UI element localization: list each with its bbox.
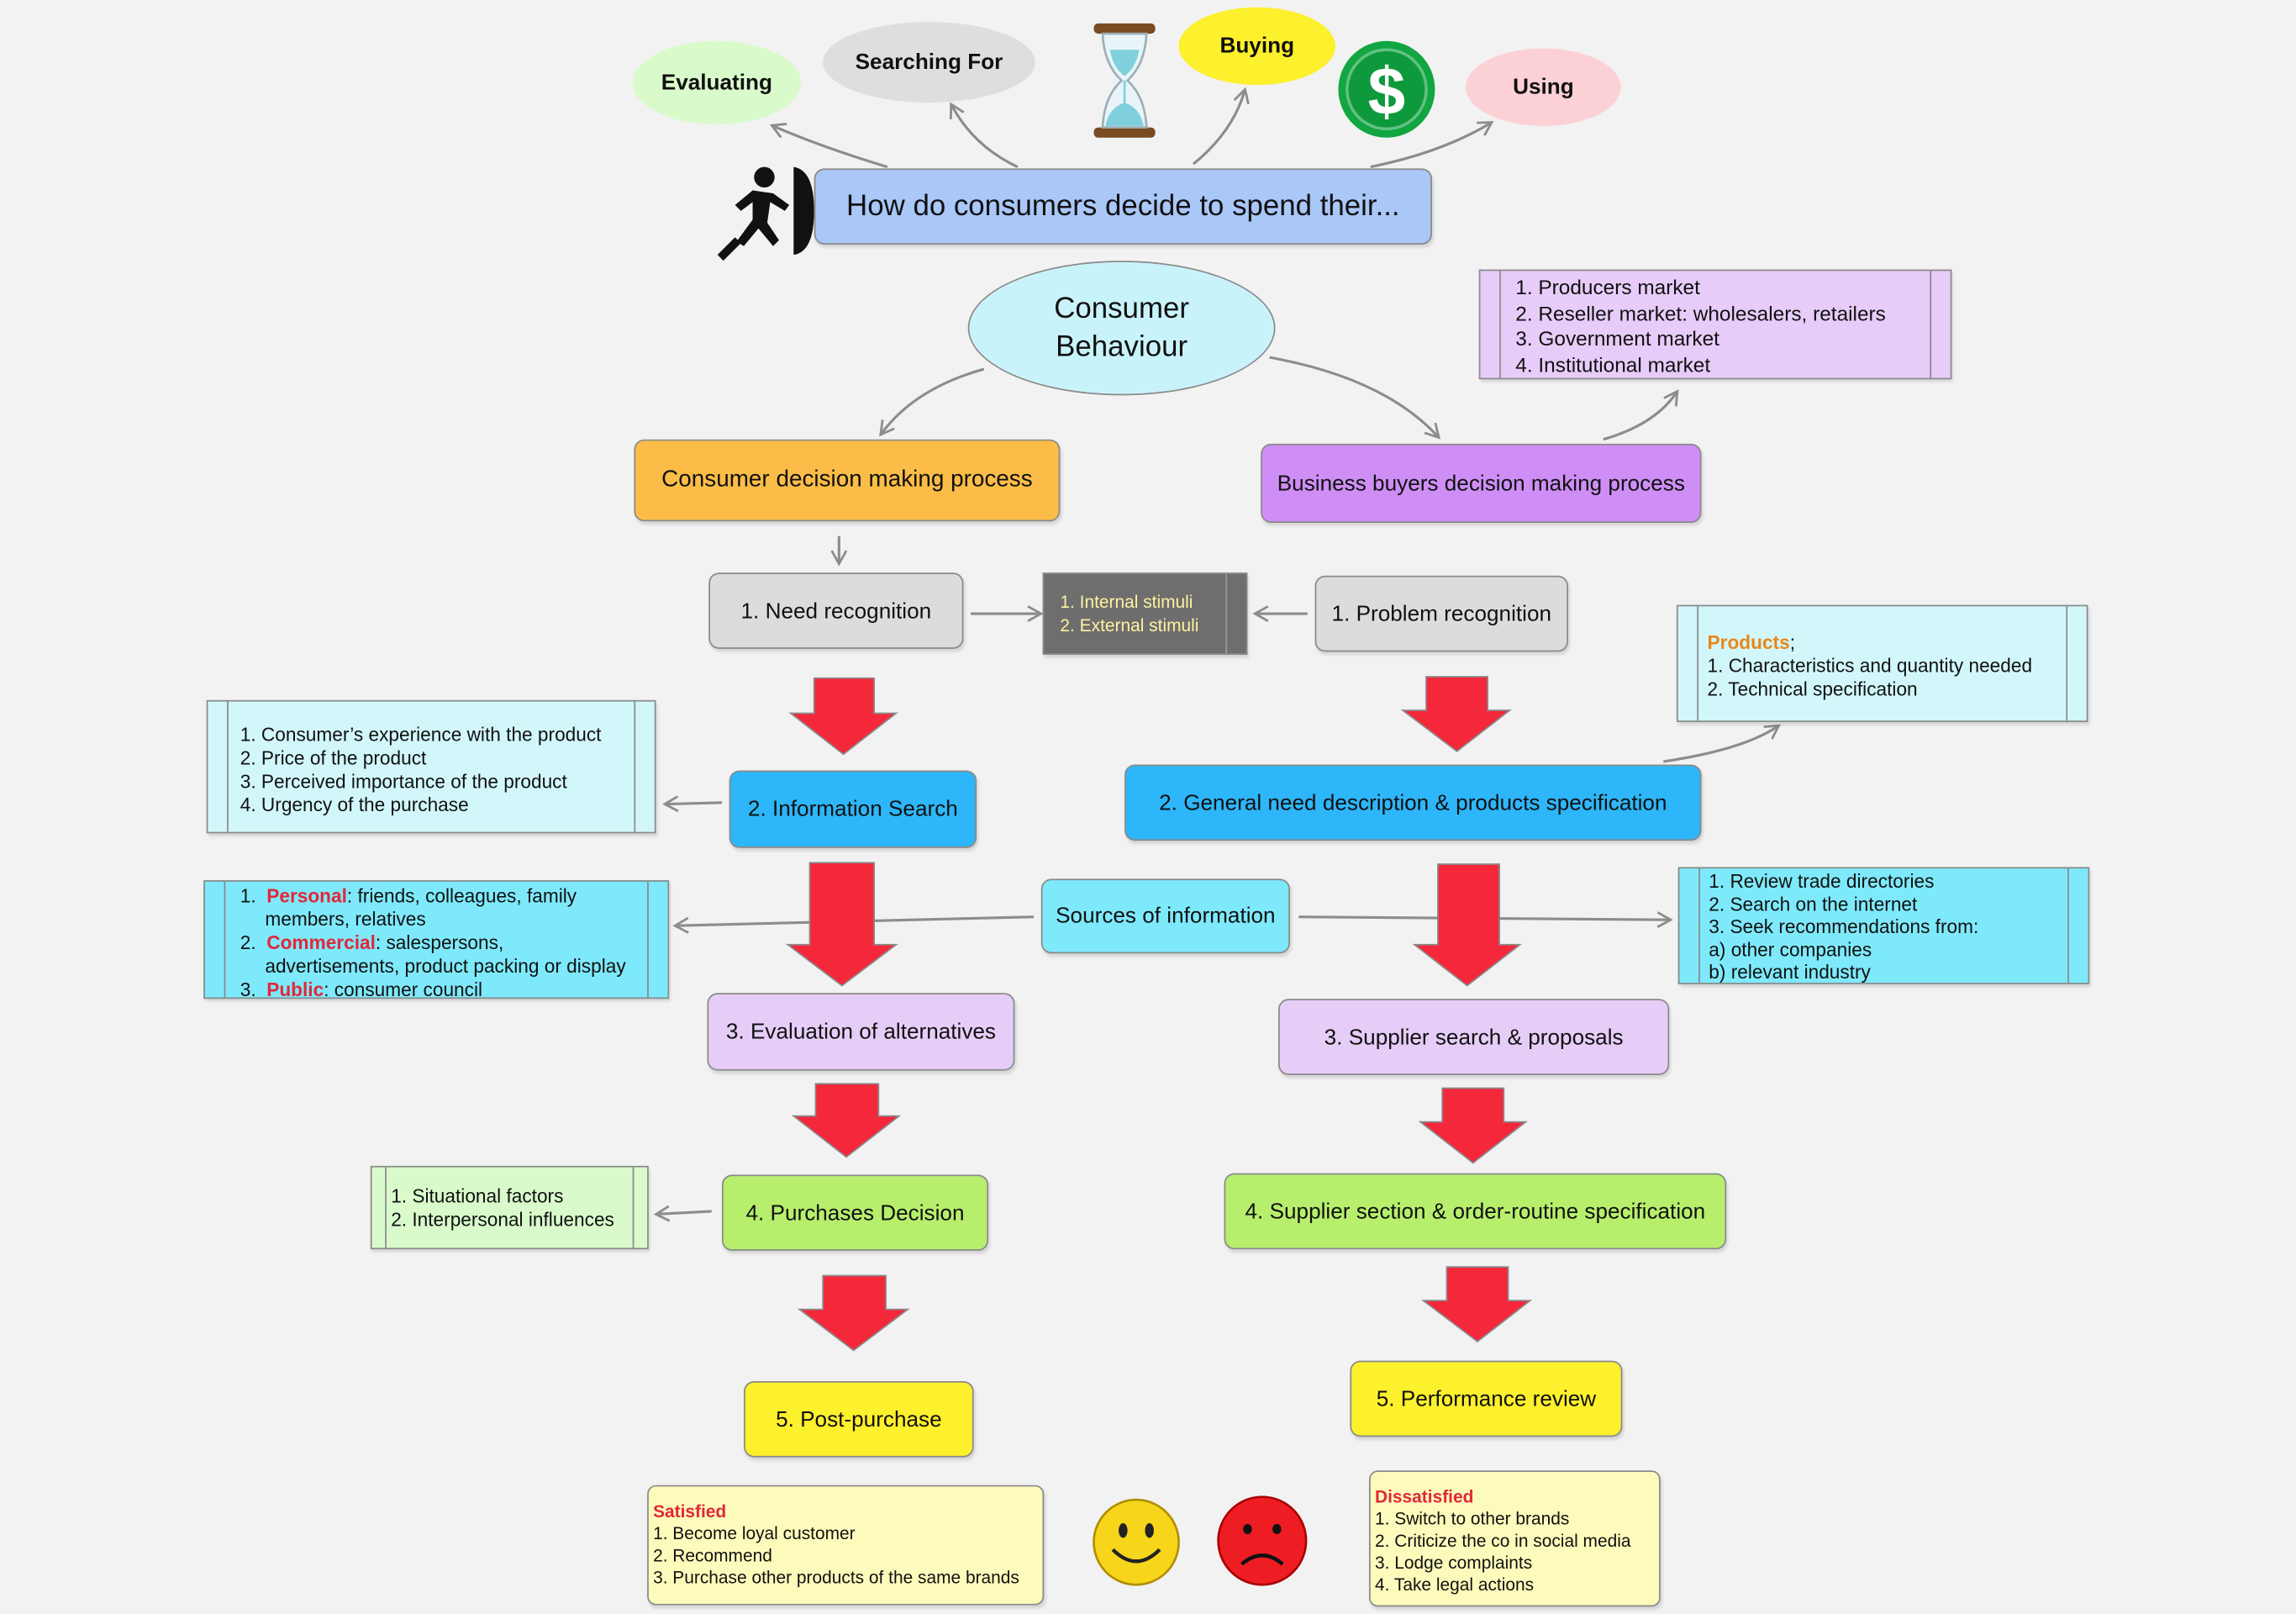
personal-text-2: members, relatives xyxy=(265,908,426,931)
public-label: Public xyxy=(266,978,324,1000)
consumer-sources-list: 1. Personal: friends, colleagues, family… xyxy=(203,880,670,1000)
center-title-line2: Behaviour xyxy=(1056,330,1188,364)
satisfied-item: 3. Purchase other products of the same b… xyxy=(653,1567,1019,1588)
person-pushing-icon xyxy=(717,166,814,261)
smiley-face-icon xyxy=(1093,1498,1180,1586)
market-item: 4. Institutional market xyxy=(1515,352,1711,376)
stimuli-item: 1. Internal stimuli xyxy=(1060,591,1193,613)
source-num: 2. xyxy=(240,931,256,954)
market-item: 2. Reseller market: wholesalers, retaile… xyxy=(1515,301,1886,324)
stimuli-item: 2. External stimuli xyxy=(1060,614,1199,636)
red-arrow-c4 xyxy=(797,1274,910,1352)
products-suffix: ; xyxy=(1789,630,1796,654)
business-source-item: a) other companies xyxy=(1709,937,1872,961)
search-factors-list: 1. Consumer’s experience with the produc… xyxy=(206,699,656,834)
search-factor-item: 1. Consumer’s experience with the produc… xyxy=(240,723,602,746)
arrow-to-search-factors xyxy=(662,795,722,813)
products-label: Products xyxy=(1707,630,1790,654)
business-source-item: 1. Review trade directories xyxy=(1709,869,1935,893)
hourglass-icon xyxy=(1093,23,1156,138)
red-arrow-b1 xyxy=(1400,676,1512,752)
performance-review-node: 5. Performance review xyxy=(1350,1360,1623,1437)
supplier-search-node: 3. Supplier search & proposals xyxy=(1278,999,1670,1075)
dissatisfied-item: 2. Criticize the co in social media xyxy=(1375,1530,1631,1552)
business-source-item: 3. Seek recommendations from: xyxy=(1709,915,1979,938)
purchase-decision-node: 4. Purchases Decision xyxy=(721,1174,989,1251)
svg-text:$: $ xyxy=(1368,53,1406,129)
dissatisfied-item: 4. Take legal actions xyxy=(1375,1574,1535,1596)
market-item: 1. Producers market xyxy=(1515,275,1700,299)
need-recognition-node: 1. Need recognition xyxy=(708,572,964,649)
red-arrow-b4 xyxy=(1420,1266,1533,1343)
satisfied-item: 2. Recommend xyxy=(653,1545,772,1566)
market-item: 3. Government market xyxy=(1515,326,1719,351)
stimuli-box: 1. Internal stimuli 2. External stimuli xyxy=(1042,572,1248,655)
arrow-to-evaluating xyxy=(769,123,888,169)
decision-factor-item: 1. Situational factors xyxy=(391,1184,564,1207)
arrow-to-markets xyxy=(1603,389,1679,441)
commercial-label: Commercial xyxy=(266,931,376,954)
red-arrow-b3 xyxy=(1418,1087,1529,1164)
source-num: 1. xyxy=(240,884,256,907)
public-text: : consumer council xyxy=(324,978,483,1000)
search-factor-item: 3. Perceived importance of the product xyxy=(240,770,567,793)
bubble-buying: Buying xyxy=(1178,7,1335,86)
products-item: 1. Characteristics and quantity needed xyxy=(1707,654,2033,677)
business-sources-list: 1. Review trade directories 2. Search on… xyxy=(1677,867,2090,984)
dissatisfied-item: 3. Lodge complaints xyxy=(1375,1552,1533,1574)
business-source-item: b) relevant industry xyxy=(1709,960,1871,984)
arrow-to-using xyxy=(1370,120,1494,169)
arrow-to-business-process xyxy=(1269,356,1441,440)
source-num: 3. xyxy=(240,978,256,1000)
dissatisfied-note: Dissatisfied 1. Switch to other brands 2… xyxy=(1369,1470,1661,1607)
evaluation-node: 3. Evaluation of alternatives xyxy=(707,993,1015,1071)
arrow-to-consumer-process xyxy=(879,367,985,437)
dissatisfied-title: Dissatisfied xyxy=(1375,1486,1474,1507)
markets-list: 1. Producers market 2. Reseller market: … xyxy=(1478,269,1952,380)
sad-face-icon xyxy=(1217,1495,1308,1586)
search-factor-item: 4. Urgency of the purchase xyxy=(240,794,469,816)
problem-recognition-node: 1. Problem recognition xyxy=(1314,575,1569,652)
supplier-section-node: 4. Supplier section & order-routine spec… xyxy=(1224,1173,1727,1250)
products-item: 2. Technical specification xyxy=(1707,678,1918,700)
red-arrow-c2 xyxy=(785,862,898,987)
arrow-to-searching xyxy=(950,102,1019,169)
bubble-evaluating: Evaluating xyxy=(632,40,802,125)
red-arrow-b2 xyxy=(1412,863,1523,987)
satisfied-title: Satisfied xyxy=(653,1501,727,1522)
dollar-coin-icon: $ xyxy=(1338,40,1435,138)
general-need-node: 2. General need description & products s… xyxy=(1124,764,1702,841)
business-source-item: 2. Search on the internet xyxy=(1709,892,1918,915)
bubble-using: Using xyxy=(1466,48,1621,126)
decision-factors-list: 1. Situational factors 2. Interpersonal … xyxy=(370,1165,649,1250)
decision-factor-item: 2. Interpersonal influences xyxy=(391,1208,614,1231)
business-process-node: Business buyers decision making process xyxy=(1261,443,1702,524)
post-purchase-node: 5. Post-purchase xyxy=(744,1380,974,1458)
information-search-node: 2. Information Search xyxy=(729,770,977,848)
satisfied-note: Satisfied 1. Become loyal customer 2. Re… xyxy=(647,1485,1045,1606)
products-spec-list: Products; 1. Characteristics and quantit… xyxy=(1676,604,2088,722)
arrow-to-buying xyxy=(1192,87,1250,166)
arrow-to-decision-factors xyxy=(653,1205,712,1222)
search-factor-item: 2. Price of the product xyxy=(240,746,427,769)
satisfied-item: 1. Become loyal customer xyxy=(653,1522,856,1544)
bubble-searching: Searching For xyxy=(823,22,1035,103)
personal-text: : friends, colleagues, family xyxy=(346,884,577,907)
red-arrow-c3 xyxy=(791,1083,902,1158)
commercial-text: : salespersons, xyxy=(375,931,504,954)
dissatisfied-item: 1. Switch to other brands xyxy=(1375,1508,1570,1529)
center-title-line1: Consumer xyxy=(1054,293,1189,325)
arrow-to-products xyxy=(1663,724,1781,763)
sources-of-information-node: Sources of information xyxy=(1040,878,1290,954)
consumer-behaviour-node: Consumer Behaviour xyxy=(967,261,1276,396)
personal-label: Personal xyxy=(266,884,347,907)
red-arrow-c1 xyxy=(788,677,898,756)
consumer-process-node: Consumer decision making process xyxy=(634,439,1061,522)
commercial-text-2: advertisements, product packing or displ… xyxy=(265,954,626,978)
question-box: How do consumers decide to spend their..… xyxy=(814,168,1432,245)
